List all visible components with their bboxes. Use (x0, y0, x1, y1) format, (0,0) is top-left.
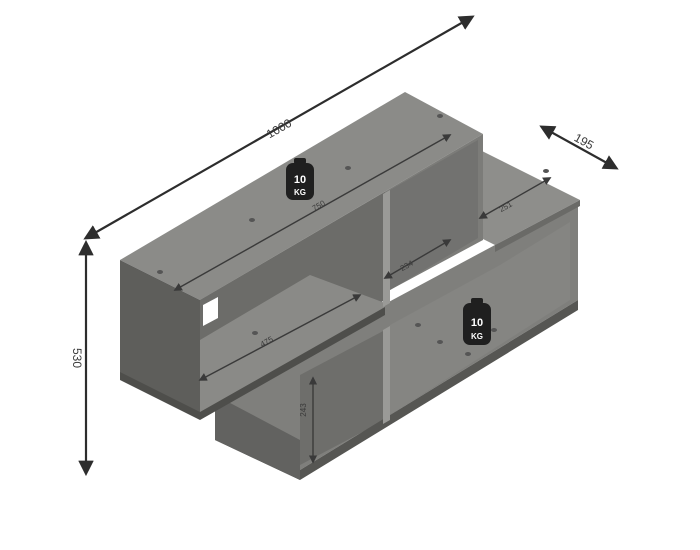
width-arrow (83, 15, 475, 240)
top-weight-unit: KG (294, 188, 306, 197)
depth-label: 195 (572, 131, 597, 153)
depth-arrow (539, 125, 619, 170)
height-label: 530 (70, 348, 84, 368)
lower-length-arrow (198, 294, 362, 381)
lower-height-label: 243 (299, 403, 308, 417)
lower-weight-number: 10 (471, 317, 483, 329)
lower-weight-unit: KG (471, 332, 483, 341)
middle-width-arrow (383, 239, 452, 279)
width-label: 1000 (264, 116, 294, 142)
weight-10kg-icon: 10 KG (286, 158, 314, 200)
top-weight-number: 10 (294, 174, 306, 186)
inner-length-arrow (173, 134, 452, 291)
right-width-arrow (478, 177, 552, 219)
weight-10kg-icon: 10 KG (463, 298, 491, 345)
